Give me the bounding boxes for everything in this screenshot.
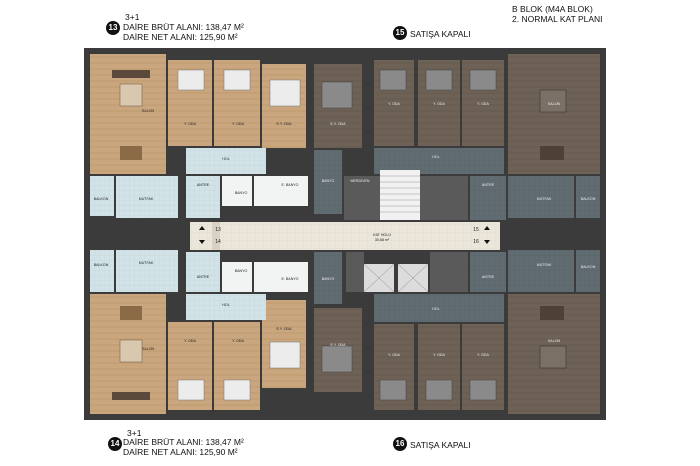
unit-15-mutfak (508, 176, 574, 218)
unit-15-balkon (576, 176, 600, 218)
label-mutfak-15: MUTFAK (537, 197, 552, 201)
label-banyo-14: BANYO (235, 269, 248, 273)
label-mutfak-13: MUTFAK (139, 197, 154, 201)
label-yoda-13a: Y. ODA (184, 122, 196, 126)
label-salon-13: SALON (142, 109, 155, 113)
unit-15-antre (470, 176, 506, 220)
label-hol-13: HOL (222, 157, 229, 161)
unit-14-ebanyo (254, 262, 308, 292)
label-salon-15: SALON (548, 102, 561, 106)
unit-13-antre (186, 176, 220, 218)
label-banyo-16: BANYO (322, 277, 335, 281)
furniture-right (321, 69, 567, 401)
unit-13-ebanyo (254, 176, 308, 206)
furniture-left (112, 69, 301, 401)
unit-16-status: SATIŞA KAPALI (410, 440, 471, 450)
unit-13-type: 3+1 (125, 12, 140, 22)
unit-13-mutfak (116, 176, 178, 218)
label-balkon-15: BALKON (581, 197, 596, 201)
corridor-door-15: 15 (473, 227, 479, 233)
label-antre-15: ANTRE (482, 183, 495, 187)
label-balkon-13: BALKON (94, 197, 109, 201)
unit-14-antre (186, 252, 220, 292)
unit-14-gross-area: DAİRE BRÜT ALANI: 138,47 M² (123, 437, 244, 447)
label-balkon-14: BALKON (94, 263, 109, 267)
unit-16-banyo (314, 252, 342, 304)
unit-13-net-area: DAİRE NET ALANI: 125,90 M² (123, 32, 238, 42)
door-arrow-16 (484, 240, 490, 244)
unit-14-type: 3+1 (127, 428, 142, 438)
unit-16-antre (470, 252, 506, 292)
label-mutfak-14: MUTFAK (139, 261, 154, 265)
label-hol-15: HOL (432, 155, 439, 159)
label-yoda-15c: Y. ODA (477, 102, 489, 106)
block-title: B BLOK (M4A BLOK) (512, 4, 593, 14)
label-yoda-15a: Y. ODA (388, 102, 400, 106)
label-antre-13: ANTRE (197, 183, 210, 187)
unit-13-banyo (222, 176, 252, 206)
label-yoda-16b: Y. ODA (433, 353, 445, 357)
label-banyo-15: BANYO (322, 179, 335, 183)
label-antre-16: ANTRE (482, 275, 495, 279)
label-eyoda-15: E.Y. ODA (330, 122, 346, 126)
stairs (380, 170, 420, 220)
unit-15-badge: 15 (393, 26, 407, 40)
label-yoda-16c: Y. ODA (477, 353, 489, 357)
label-banyo-13: BANYO (235, 191, 248, 195)
door-arrow-15 (484, 226, 490, 230)
unit-14-mutfak (116, 250, 178, 292)
unit-16-mutfak (508, 250, 574, 292)
label-hol-16: HOL (432, 307, 439, 311)
unit-13-badge: 13 (106, 21, 120, 35)
plan-title: 2. NORMAL KAT PLANI (512, 14, 603, 24)
label-balkon-16: BALKON (581, 265, 596, 269)
unit-13-balkon (90, 176, 114, 216)
unit-15-banyo (314, 150, 342, 214)
label-yoda-14a: Y. ODA (184, 339, 196, 343)
unit-15-status: SATIŞA KAPALI (410, 29, 471, 39)
corridor (190, 222, 500, 250)
unit-14-net-area: DAİRE NET ALANI: 125,90 M² (123, 447, 238, 457)
label-salon-14: SALON (142, 347, 155, 351)
unit-13-gross-area: DAİRE BRÜT ALANI: 138,47 M² (123, 22, 244, 32)
label-ebanyo-13: E. BANYO (282, 183, 299, 187)
label-ebanyo-14: E. BANYO (282, 277, 299, 281)
label-eyoda-13: E.Y. ODA (276, 122, 292, 126)
unit-14-balkon (90, 250, 114, 292)
corridor-label: KAT HOLÜ (373, 233, 391, 237)
unit-14-banyo (222, 262, 252, 292)
unit-14-hol (186, 294, 266, 320)
unit-15-hol (374, 148, 504, 174)
label-salon-16: SALON (548, 339, 561, 343)
stair-treads (380, 175, 420, 213)
label-yoda-16a: Y. ODA (388, 353, 400, 357)
unit-13-hol (186, 148, 266, 174)
unit-16-badge: 16 (393, 437, 407, 451)
corridor-door-16: 16 (473, 239, 479, 245)
label-merdiven: MERDİVEN (351, 178, 370, 183)
label-eyoda-14: E.Y. ODA (276, 327, 292, 331)
door-arrow-14 (199, 240, 205, 244)
label-hol-14: HOL (222, 303, 229, 307)
door-arrow-13 (199, 226, 205, 230)
unit-14-badge: 14 (108, 437, 122, 451)
label-yoda-15b: Y. ODA (433, 102, 445, 106)
unit-16-hol (374, 294, 504, 322)
unit-16-balkon (576, 250, 600, 292)
corridor-area: 30,68 m² (375, 238, 390, 242)
corridor-door-13: 13 (215, 227, 221, 233)
corridor-door-14: 14 (215, 239, 221, 245)
label-antre-14: ANTRE (197, 275, 210, 279)
label-mutfak-16: MUTFAK (537, 263, 552, 267)
label-eyoda-16: E.Y. ODA (330, 343, 346, 347)
label-yoda-14b: Y. ODA (232, 339, 244, 343)
label-yoda-13b: Y. ODA (232, 122, 244, 126)
